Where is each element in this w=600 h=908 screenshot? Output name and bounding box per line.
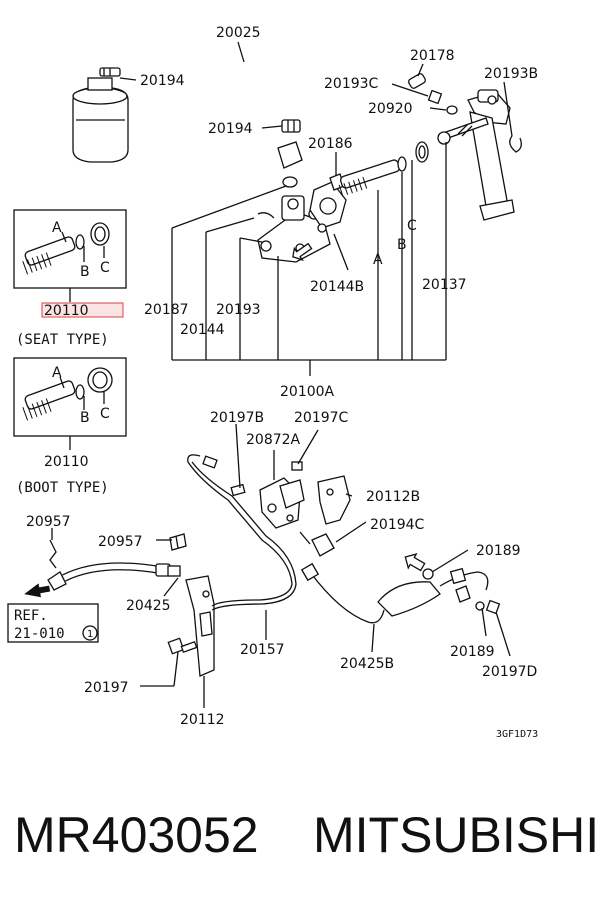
slave-cylinder-bracket-20872a xyxy=(259,477,305,529)
letter-b-boot: B xyxy=(80,410,90,426)
clip-20957-right xyxy=(169,533,187,551)
label-20189-lower: 20189 xyxy=(450,644,495,660)
label-20957-left: 20957 xyxy=(26,514,71,530)
inset-seat-type xyxy=(13,209,127,302)
hose-clamp-upper xyxy=(99,67,121,77)
letter-a-main: A xyxy=(373,252,383,268)
clutch-hose-20425 xyxy=(47,562,181,591)
label-20112: 20112 xyxy=(180,712,225,728)
label-20144: 20144 xyxy=(180,322,225,338)
part-number: MR403052 xyxy=(14,807,259,863)
bracket-20112 xyxy=(185,575,215,677)
label-20193: 20193 xyxy=(216,302,261,318)
leader-lines-upper xyxy=(119,41,513,271)
ref-label: REF. xyxy=(14,608,48,624)
letter-b-main: B xyxy=(397,237,407,253)
bracket-20112b xyxy=(317,475,351,525)
brand-name: MITSUBISHI xyxy=(313,807,600,863)
connector-20194c xyxy=(299,531,335,557)
ring-b xyxy=(397,156,407,172)
label-20957-right: 20957 xyxy=(98,534,143,550)
label-boot-type: (BOOT TYPE) xyxy=(16,480,109,496)
washer-20920 xyxy=(446,105,458,115)
label-20144b: 20144B xyxy=(310,279,364,295)
clip-20957-left xyxy=(49,539,57,569)
letter-a-seat: A xyxy=(52,220,62,236)
arrow-icon xyxy=(292,242,313,262)
fitting-20189 xyxy=(422,568,471,603)
snap-pin xyxy=(509,135,522,153)
label-20110-seat: 20110 xyxy=(44,303,89,319)
arrow-left-icon xyxy=(24,583,51,598)
nut-20193c xyxy=(427,89,443,105)
hose-20425b xyxy=(300,562,489,624)
label-20425b: 20425B xyxy=(340,656,394,672)
pipe-20157 xyxy=(187,454,297,611)
label-20157: 20157 xyxy=(240,642,285,658)
arrow-icon-lower xyxy=(404,553,426,572)
label-20197b: 20197B xyxy=(210,410,264,426)
bolt-20197 xyxy=(167,637,198,655)
label-20197d: 20197D xyxy=(482,664,537,680)
label-20100a: 20100A xyxy=(280,384,335,400)
label-20178: 20178 xyxy=(410,48,455,64)
ref-circle-number: 1 xyxy=(87,629,93,640)
hose-fitting xyxy=(277,141,303,188)
bolt-20197d xyxy=(475,599,501,615)
label-20425: 20425 xyxy=(126,598,171,614)
label-20110-boot: 20110 xyxy=(44,454,89,470)
label-20112b: 20112B xyxy=(366,489,420,505)
bolt-20197c xyxy=(291,461,303,471)
reservoir-hose xyxy=(105,35,291,120)
ref-number: 21-010 xyxy=(14,626,65,642)
letter-c-boot: C xyxy=(100,406,110,422)
label-20186: 20186 xyxy=(308,136,353,152)
bushing-20178 xyxy=(408,73,426,89)
label-20193c: 20193C xyxy=(324,76,379,92)
label-20189-upper: 20189 xyxy=(476,543,521,559)
footer: MR403052 MITSUBISHI xyxy=(0,800,600,880)
label-20197: 20197 xyxy=(84,680,129,696)
label-20872a: 20872A xyxy=(246,432,301,448)
label-20194-lower: 20194 xyxy=(208,121,253,137)
label-20193b: 20193B xyxy=(484,66,538,82)
letter-c-seat: C xyxy=(100,260,110,276)
label-20187: 20187 xyxy=(144,302,189,318)
label-20197c: 20197C xyxy=(294,410,349,426)
clutch-pedal xyxy=(467,89,515,221)
letter-b-seat: B xyxy=(80,264,90,280)
bolt-20197b xyxy=(230,483,246,497)
leader-lines-lower xyxy=(51,423,511,708)
master-cylinder xyxy=(257,181,347,263)
label-20025: 20025 xyxy=(216,25,261,41)
label-seat-type: (SEAT TYPE) xyxy=(16,332,109,348)
label-20194c: 20194C xyxy=(370,517,425,533)
ref-box xyxy=(7,603,99,643)
hose-clamp-lower xyxy=(281,119,301,133)
label-20920: 20920 xyxy=(368,101,413,117)
letter-a-boot: A xyxy=(52,365,62,381)
push-rod-spring xyxy=(338,159,400,197)
leader-lines-20100a xyxy=(171,142,447,376)
pedal-pin xyxy=(437,117,489,145)
ring-c xyxy=(415,141,429,163)
highlight-20110 xyxy=(41,302,124,318)
label-20194-upper: 20194 xyxy=(140,73,185,89)
label-20137: 20137 xyxy=(422,277,467,293)
letter-c-main: C xyxy=(407,218,417,234)
reservoir-tank xyxy=(72,77,129,163)
inset-boot-type xyxy=(13,357,127,450)
diagram-code: 3GF1D73 xyxy=(496,729,538,740)
clip-20193 xyxy=(257,212,275,219)
